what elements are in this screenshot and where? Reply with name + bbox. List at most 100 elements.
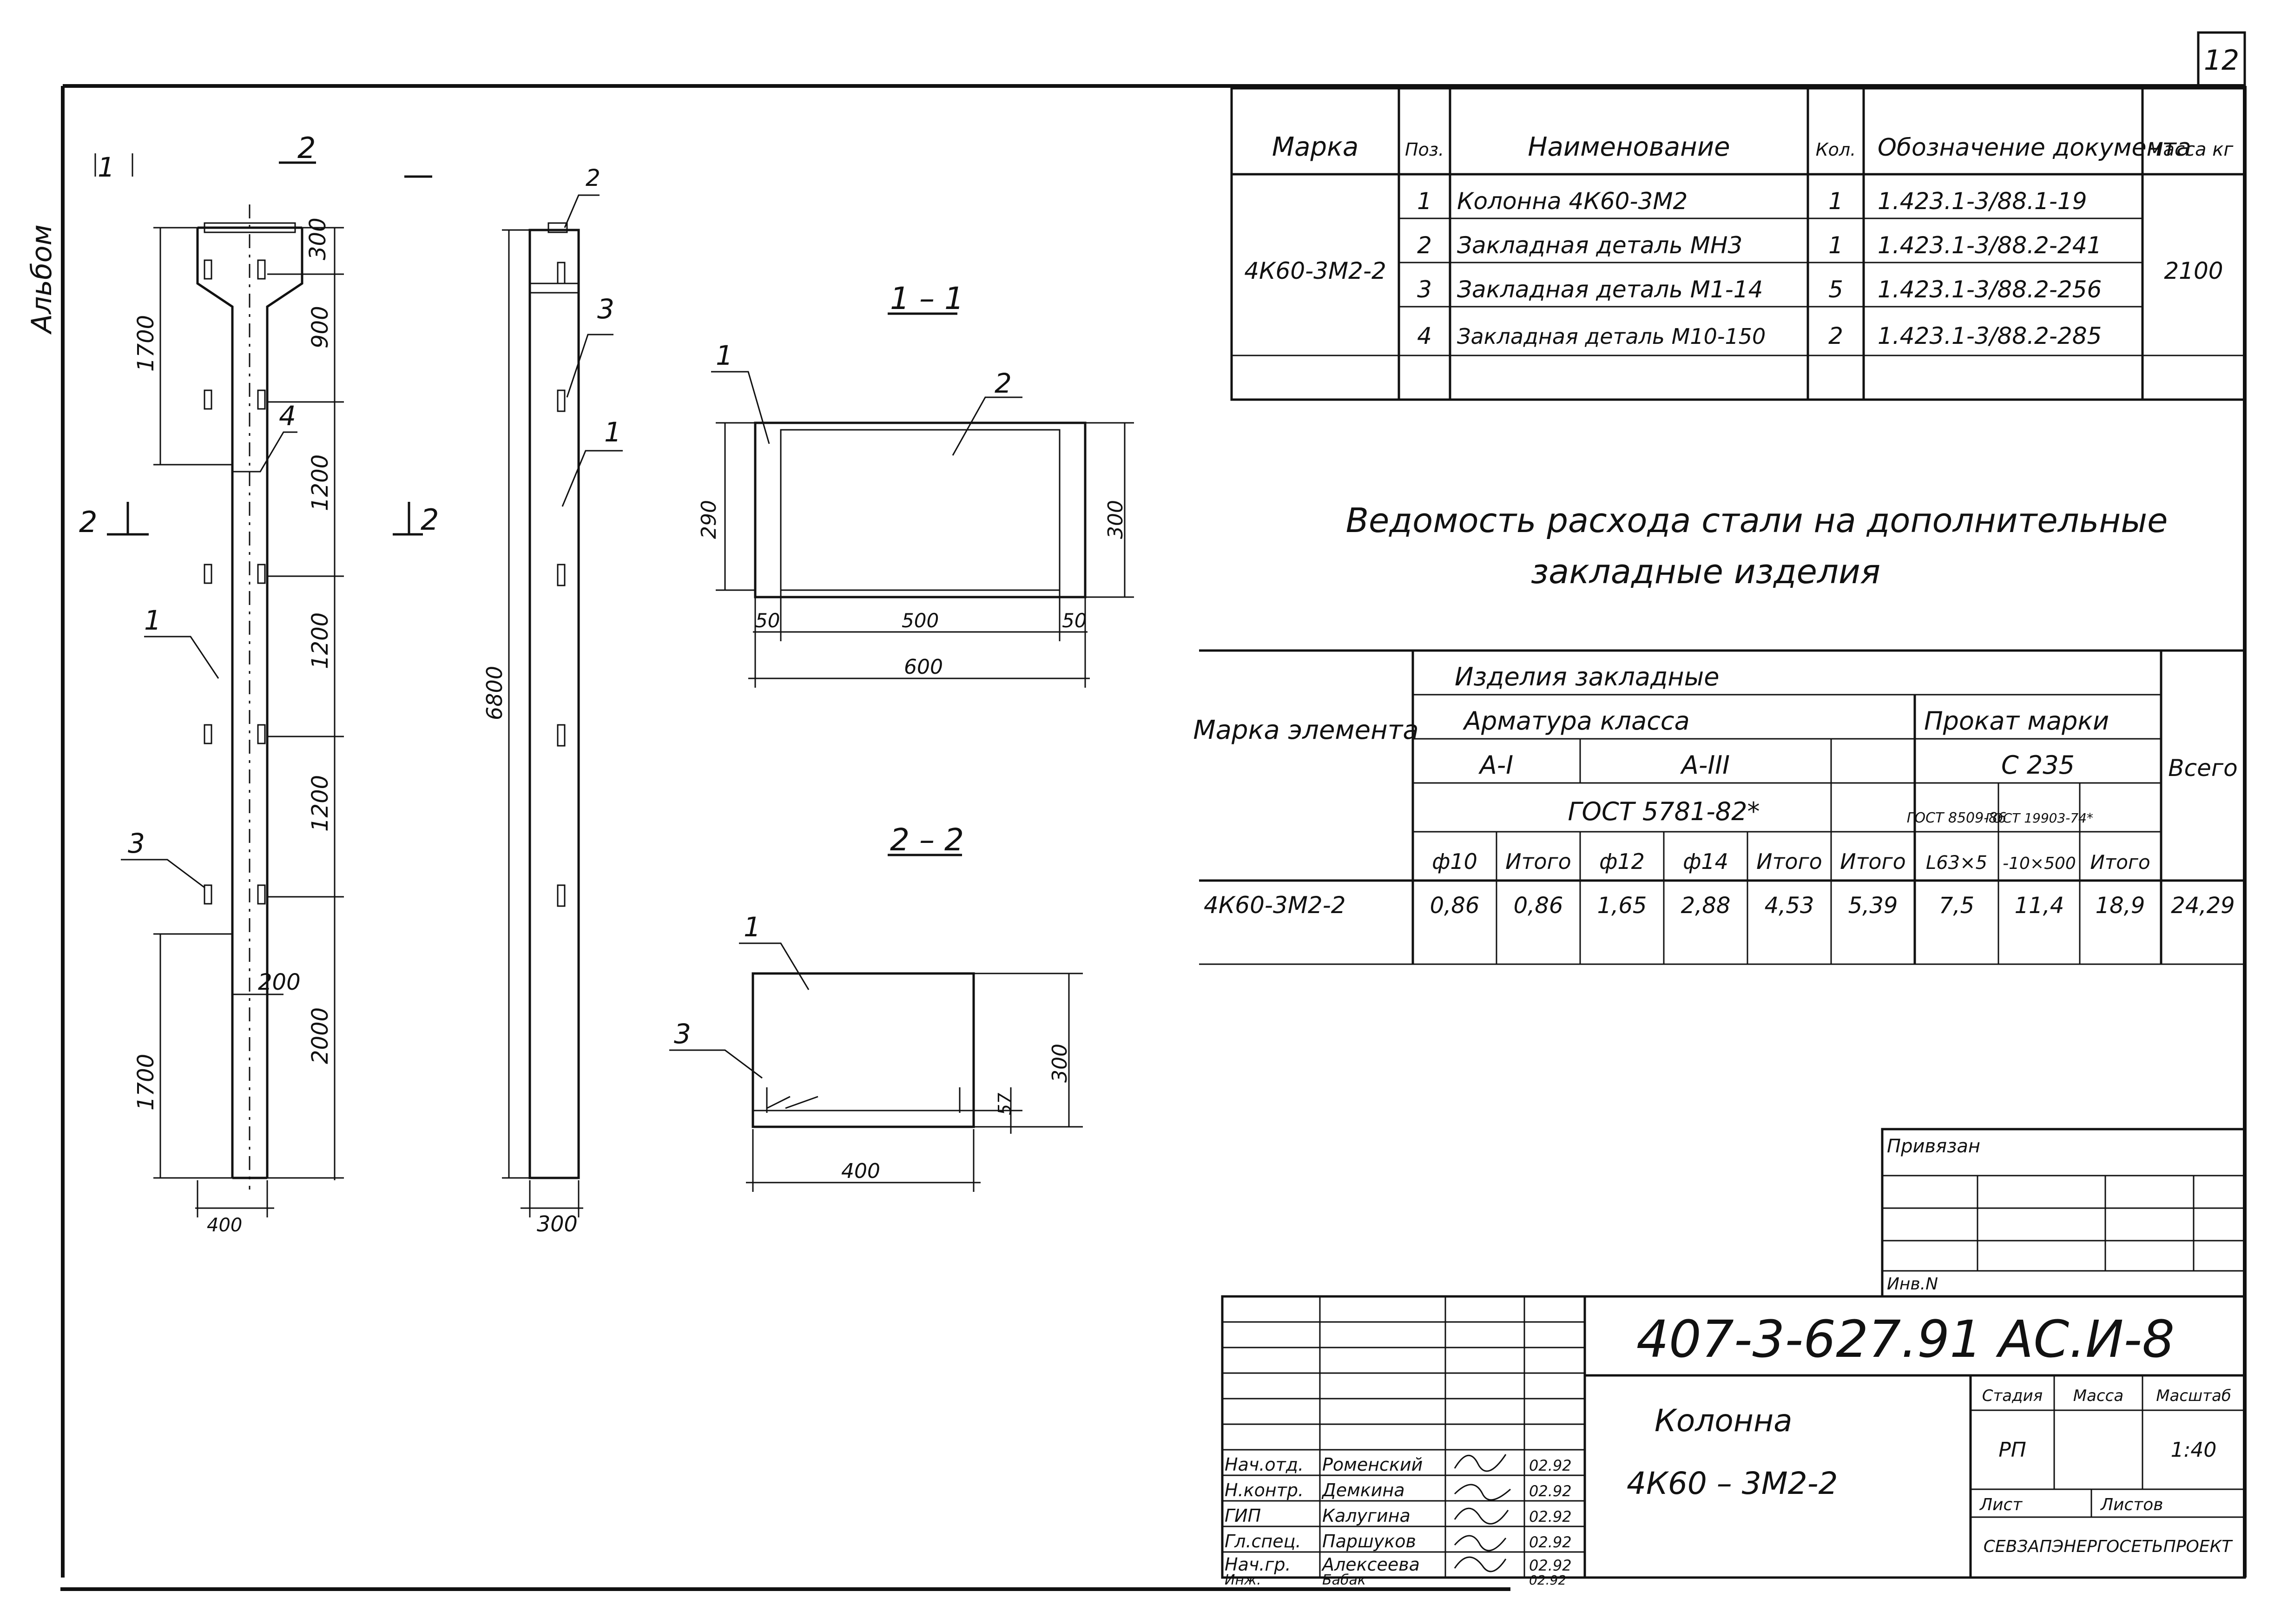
steel-value: 7,5 (1939, 893, 1974, 919)
steel-grade: С 235 (2001, 750, 2075, 780)
spec-doc: 1.423.1-3/88.2-241 (1878, 232, 2102, 259)
scale-value: 1:40 (2171, 1438, 2217, 1462)
steel-col: ф12 (1599, 849, 1645, 874)
column-front-view (94, 153, 344, 1217)
privyazan-label: Привязан (1887, 1136, 1980, 1157)
s2-pos-1: 1 (744, 911, 761, 943)
steel-col: ф14 (1683, 849, 1728, 874)
section-mark-2-left: 2 (79, 505, 97, 539)
steel-h-total: Всего (2168, 755, 2237, 782)
dim-1700-bottom: 1700 (133, 1054, 159, 1111)
s1-dim-290: 290 (697, 500, 721, 539)
spec-h-mass: Масса кг (2147, 139, 2234, 160)
sheets-header: Листов (2100, 1495, 2163, 1514)
spec-name: Закладная деталь М10-150 (1457, 324, 1766, 349)
s1-pos-2: 2 (995, 368, 1012, 399)
steel-value: 0,86 (1430, 893, 1480, 919)
s1-pos-1: 1 (716, 340, 733, 371)
s1-dim-50-right: 50 (1062, 609, 1087, 632)
stage-header: Стадия (1982, 1387, 2043, 1405)
steel-col-headers: ф10 Итого ф12 ф14 Итого Итого L63×5 -10×… (1432, 849, 2150, 874)
signers: Нач.отд. Роменский 02.92 Н.контр. Демкин… (1225, 1454, 1572, 1588)
dim-900: 900 (307, 306, 333, 348)
dim-200: 200 (258, 969, 301, 995)
dim-300-top: 300 (305, 217, 331, 260)
dim-400: 400 (207, 1215, 242, 1236)
spec-name: Колонна 4К60-3М2 (1457, 188, 1688, 215)
inv-label: Инв.N (1887, 1275, 1938, 1294)
steel-gost-arm: ГОСТ 5781-82* (1568, 797, 1760, 826)
dim-1200-c: 1200 (307, 775, 333, 832)
spec-qty: 1 (1828, 188, 1843, 215)
signer-date: 02.92 (1529, 1572, 1566, 1588)
signer-name: Демкина (1321, 1480, 1405, 1500)
spec-h-pos: Поз. (1405, 139, 1444, 160)
pos-1-side: 1 (604, 416, 621, 448)
spec-h-mark: Марка (1272, 132, 1358, 162)
steel-gost-2: ГОСТ 19903-74* (1985, 810, 2093, 826)
steel-h-prokat: Прокат марки (1924, 706, 2109, 736)
steel-value: 2,88 (1681, 893, 1731, 919)
signer-date: 02.92 (1529, 1557, 1572, 1574)
title-block (1221, 1295, 2246, 1579)
dim-300-side: 300 (537, 1211, 578, 1236)
signer-date: 02.92 (1529, 1457, 1572, 1474)
pos-1-left: 1 (144, 605, 161, 636)
spec-mass: 2100 (2164, 257, 2223, 284)
spec-qty: 5 (1828, 276, 1843, 303)
spec-h-name: Наименование (1528, 132, 1730, 162)
s2-dim-300: 300 (1048, 1044, 1072, 1083)
mass-header: Масса (2073, 1387, 2123, 1405)
signer-name: Алексеева (1321, 1554, 1420, 1575)
spec-h-doc: Обозначение документа (1878, 134, 2191, 162)
steel-col: L63×5 (1926, 852, 1987, 874)
steel-h-group: Изделия закладные (1455, 662, 1719, 691)
s2-dim-400: 400 (841, 1159, 880, 1183)
dim-6800: 6800 (482, 666, 507, 720)
spec-mark: 4К60-3М2-2 (1244, 257, 1386, 284)
steel-col: -10×500 (2003, 854, 2076, 873)
s2-dim-57: 57 (995, 1093, 1015, 1115)
steel-col: Итого (2090, 851, 2150, 874)
steel-value: 18,9 (2096, 893, 2145, 919)
dim-2000: 2000 (307, 1007, 333, 1064)
steel-gost-1: ГОСТ 8509-86 (1907, 810, 2006, 826)
spec-name: Закладная деталь МН3 (1457, 232, 1742, 259)
steel-value: 0,86 (1514, 893, 1563, 919)
dim-1200-a: 1200 (307, 454, 333, 511)
s1-dim-50-left: 50 (755, 609, 780, 632)
column-side-view (393, 175, 623, 1217)
spec-pos: 2 (1417, 232, 1432, 259)
spec-rows: 1 Колонна 4К60-3М2 1 1.423.1-3/88.1-19 2… (1417, 188, 2102, 349)
signer-name: Калугина (1322, 1506, 1411, 1526)
signer-role: Гл.спец. (1225, 1531, 1301, 1552)
steel-headers: Изделия закладные Арматура класса Прокат… (1455, 662, 2238, 826)
spec-h-qty: Кол. (1816, 139, 1856, 160)
steel-col: ф10 (1432, 849, 1477, 874)
signer-date: 02.92 (1529, 1533, 1572, 1551)
dim-1200-b: 1200 (307, 612, 333, 669)
album-label: Альбом (26, 224, 58, 335)
spec-qty: 1 (1828, 232, 1843, 259)
steel-col: Итого (1840, 849, 1906, 874)
signer-name: Паршуков (1322, 1531, 1416, 1552)
steel-col: Итого (1756, 849, 1822, 874)
pos-3-side: 3 (597, 293, 614, 325)
steel-value: 11,4 (2015, 893, 2064, 919)
steel-row-values: 0,86 0,86 1,65 2,88 4,53 5,39 7,5 11,4 1… (1430, 893, 2235, 919)
section-2-2-title: 2 – 2 (890, 822, 964, 858)
signer-role: Н.контр. (1225, 1480, 1304, 1500)
steel-title-line2: закладные изделия (1531, 552, 1880, 591)
signature-marks (1454, 1454, 1511, 1572)
spec-qty: 2 (1828, 322, 1843, 349)
steel-table (1199, 649, 2245, 965)
steel-h-mark: Марка элемента (1193, 715, 1418, 745)
steel-class-a3: А-III (1680, 750, 1730, 780)
spec-pos: 1 (1417, 188, 1432, 215)
signer-role: ГИП (1225, 1506, 1261, 1526)
signer-date: 02.92 (1529, 1482, 1572, 1500)
steel-value: 5,39 (1848, 893, 1898, 919)
pos-3-left: 3 (128, 828, 145, 859)
drawing-name-1: Колонна (1655, 1403, 1793, 1439)
